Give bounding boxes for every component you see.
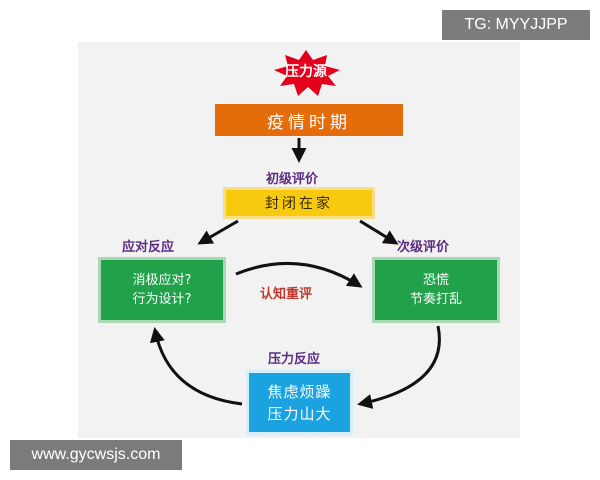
arrow-stress-response-to-coping xyxy=(150,327,243,406)
primary-appraisal-label: 初级评价 xyxy=(266,172,319,187)
secondary-line-2: 节奏打乱 xyxy=(409,292,462,307)
reappraisal-label: 认知重评 xyxy=(260,287,313,302)
stress-period-box: 疫情时期 xyxy=(215,104,403,136)
coping-box: 消极应对? 行为设计? xyxy=(98,257,226,323)
home-box-text: 封闭在家 xyxy=(265,196,333,212)
stress-response-line-2: 压力山大 xyxy=(267,404,332,423)
starburst-icon xyxy=(274,50,340,96)
secondary-line-1: 恐慌 xyxy=(422,273,449,288)
stress-response-label: 压力反应 xyxy=(268,352,321,367)
secondary-appraisal-label: 次级评价 xyxy=(397,240,450,255)
arrow-home-to-secondary xyxy=(359,219,399,245)
arrow-reappraisal xyxy=(235,261,363,288)
stress-period-text: 疫情时期 xyxy=(267,112,351,133)
watermark-top: TG: MYYJJPP xyxy=(442,10,590,40)
home-box: 封闭在家 xyxy=(223,187,375,219)
watermark-bottom: www.gycwsjs.com xyxy=(10,440,182,470)
arrow-home-to-coping xyxy=(197,219,239,245)
stressor-badge: 压力源 xyxy=(285,64,327,80)
stress-response-box: 焦虑烦躁 压力山大 xyxy=(246,370,353,435)
secondary-box: 恐慌 节奏打乱 xyxy=(372,257,500,323)
coping-label: 应对反应 xyxy=(122,240,175,255)
coping-line-1: 消极应对? xyxy=(132,273,192,288)
arrow-secondary-to-stress-response xyxy=(357,325,441,409)
coping-line-2: 行为设计? xyxy=(132,292,192,307)
stress-response-line-1: 焦虑烦躁 xyxy=(267,382,332,401)
